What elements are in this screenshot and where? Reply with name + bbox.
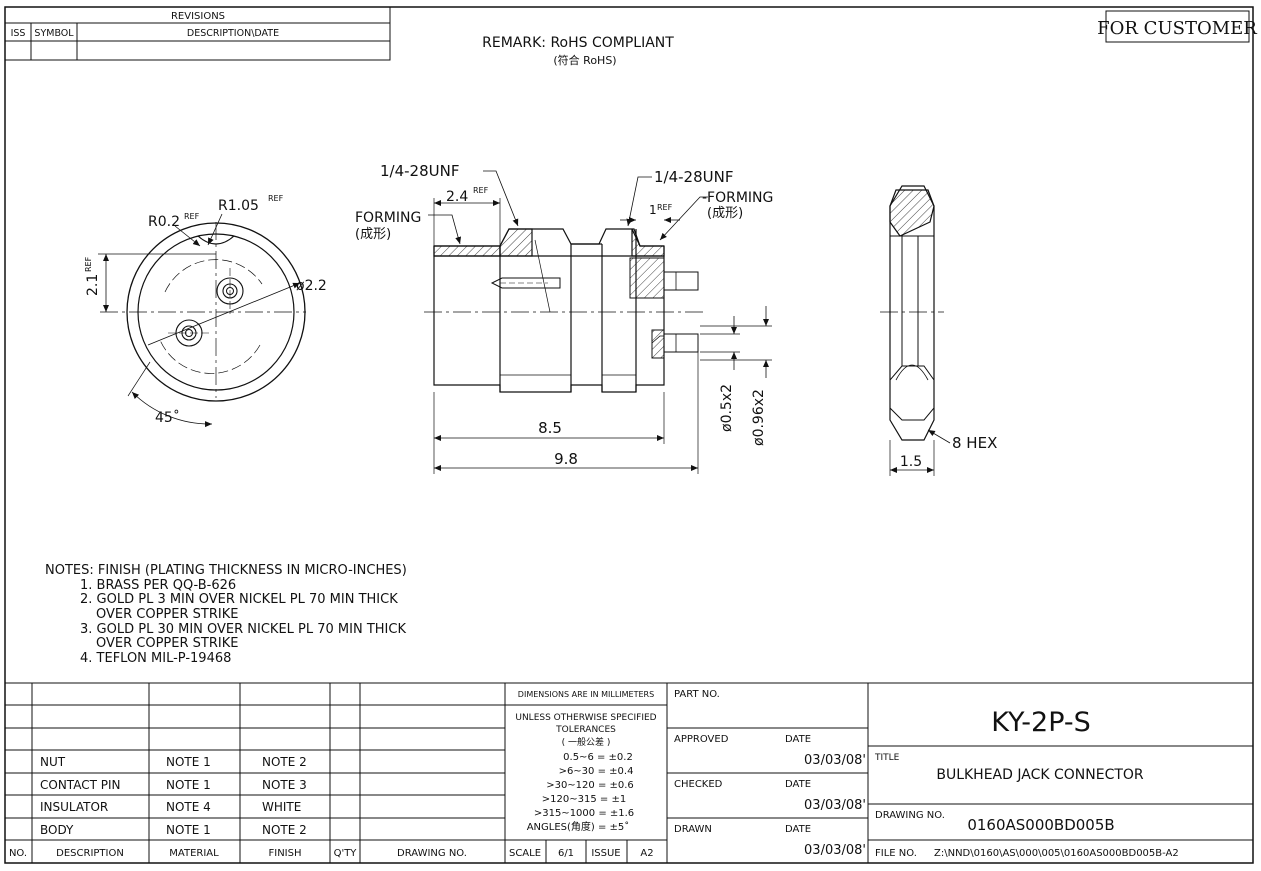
dim-r02: R0.2 bbox=[148, 214, 180, 230]
dim-21: 2.1 bbox=[85, 274, 101, 296]
drawing-title: BULKHEAD JACK CONNECTOR bbox=[936, 767, 1144, 783]
title-block-grid bbox=[5, 682, 1253, 863]
drawn-label: DRAWN bbox=[674, 824, 712, 835]
bom-row-2-desc: CONTACT PIN bbox=[40, 778, 120, 792]
tol-row-2: >6~30 = ±0.4 bbox=[559, 766, 634, 777]
bom-header-desc: DESCRIPTION bbox=[56, 848, 124, 859]
bom-row-1-desc: NUT bbox=[40, 755, 66, 769]
bom-row-3-desc: INSULATOR bbox=[40, 800, 108, 814]
revisions-table bbox=[4, 6, 391, 61]
note-line-2: 2. GOLD PL 3 MIN OVER NICKEL PL 70 MIN T… bbox=[80, 592, 398, 607]
remark-line2: (符合 RoHS) bbox=[553, 53, 616, 67]
approved-date: 03/03/08' bbox=[804, 753, 866, 768]
issue-value: A2 bbox=[640, 848, 653, 859]
tol-row-1: 0.5~6 = ±0.2 bbox=[563, 752, 633, 763]
tol-units: DIMENSIONS ARE IN MILLIMETERS bbox=[518, 690, 654, 699]
checked-date-label: DATE bbox=[785, 779, 811, 790]
forming-left-cn: (成形) bbox=[355, 227, 391, 242]
tol-row-5: >315~1000 = ±1.6 bbox=[534, 808, 634, 819]
revisions-heading: REVISIONS bbox=[171, 11, 225, 22]
tol-unless: UNLESS OTHERWISE SPECIFIED bbox=[515, 713, 656, 723]
thread-right-label: 1/4-28UNF bbox=[654, 168, 733, 186]
remark-line1: REMARK: RoHS COMPLIANT bbox=[482, 35, 674, 51]
bom-header-material: MATERIAL bbox=[169, 848, 219, 859]
part-no-label: PART NO. bbox=[674, 689, 720, 700]
bom-header-qty: Q'TY bbox=[334, 848, 358, 859]
revisions-col-iss: ISS bbox=[11, 28, 26, 39]
dim-hex: 8 HEX bbox=[952, 434, 997, 452]
tol-angles: ANGLES(角度) = ±5˚ bbox=[527, 820, 630, 833]
dim-dia096: ø0.96x2 bbox=[751, 389, 767, 446]
note-line-1: 1. BRASS PER QQ-B-626 bbox=[80, 578, 236, 593]
bom-row-3-finish: WHITE bbox=[262, 800, 301, 814]
bom-header-finish: FINISH bbox=[269, 848, 302, 859]
bom-row-1-material: NOTE 1 bbox=[166, 755, 211, 769]
dim-r105: R1.05 bbox=[218, 198, 259, 214]
dim-1-ref: REF bbox=[657, 203, 673, 212]
revisions-col-symbol: SYMBOL bbox=[34, 28, 74, 39]
approved-date-label: DATE bbox=[785, 734, 811, 745]
notes-title: NOTES: FINISH (PLATING THICKNESS IN MICR… bbox=[45, 563, 407, 578]
checked-label: CHECKED bbox=[674, 779, 723, 790]
dim-15: 1.5 bbox=[900, 454, 922, 470]
file-no-label: FILE NO. bbox=[875, 848, 917, 859]
issue-label: ISSUE bbox=[591, 848, 620, 859]
scale-value: 6/1 bbox=[558, 848, 574, 859]
note-line-6: 4. TEFLON MIL-P-19468 bbox=[80, 651, 231, 666]
dim-21-ref: REF bbox=[84, 256, 93, 272]
dim-dia05: ø0.5x2 bbox=[719, 384, 735, 432]
dim-r105-ref: REF bbox=[268, 194, 284, 203]
thread-left-label: 1/4-28UNF bbox=[380, 162, 459, 180]
tol-row-4: >120~315 = ±1 bbox=[542, 794, 626, 805]
scale-label: SCALE bbox=[509, 848, 541, 859]
checked-date: 03/03/08' bbox=[804, 798, 866, 813]
dim-dia22: ø2.2 bbox=[296, 278, 327, 294]
bom-row-3-material: NOTE 4 bbox=[166, 800, 211, 814]
drawn-date: 03/03/08' bbox=[804, 843, 866, 858]
for-customer-box bbox=[1105, 10, 1250, 43]
part-number: KY-2P-S bbox=[991, 707, 1091, 738]
note-line-4: 3. GOLD PL 30 MIN OVER NICKEL PL 70 MIN … bbox=[80, 622, 406, 637]
dim-45: 45˚ bbox=[155, 409, 180, 426]
bom-row-4-finish: NOTE 2 bbox=[262, 823, 307, 837]
revisions-col-desc: DESCRIPTION\DATE bbox=[187, 28, 279, 39]
drawn-date-label: DATE bbox=[785, 824, 811, 835]
front-view bbox=[98, 213, 306, 428]
title-label: TITLE bbox=[874, 753, 900, 763]
bom-row-4-material: NOTE 1 bbox=[166, 823, 211, 837]
dim-24: 2.4 bbox=[446, 189, 468, 205]
bom-row-1-finish: NOTE 2 bbox=[262, 755, 307, 769]
drawing-no: 0160AS000BD005B bbox=[967, 816, 1114, 834]
approved-label: APPROVED bbox=[674, 734, 729, 745]
bom-header-drawing: DRAWING NO. bbox=[397, 848, 467, 859]
tol-title: TOLERANCES bbox=[555, 725, 616, 735]
for-customer-label: FOR CUSTOMER bbox=[1097, 18, 1257, 39]
forming-left-label: FORMING bbox=[355, 210, 421, 226]
tol-row-3: >30~120 = ±0.6 bbox=[546, 780, 634, 791]
file-no: Z:\NND\0160\AS\000\005\0160AS000BD005B-A… bbox=[934, 848, 1179, 859]
tol-title-cn: ( 一般公差 ) bbox=[562, 736, 611, 748]
dim-98: 9.8 bbox=[554, 450, 578, 468]
dim-24-ref: REF bbox=[473, 186, 489, 195]
dim-85: 8.5 bbox=[538, 419, 562, 437]
note-line-3: OVER COPPER STRIKE bbox=[96, 607, 238, 622]
sheet-border bbox=[4, 6, 1254, 864]
bom-row-4-desc: BODY bbox=[40, 823, 74, 837]
section-view bbox=[424, 170, 772, 474]
drawing-no-label: DRAWING NO. bbox=[875, 810, 945, 821]
dim-r02-ref: REF bbox=[184, 212, 200, 221]
hex-nut-view bbox=[880, 185, 951, 476]
dim-1: 1 bbox=[649, 203, 657, 217]
note-line-5: OVER COPPER STRIKE bbox=[96, 636, 238, 651]
forming-right-label: -FORMING bbox=[702, 190, 773, 206]
bom-row-2-finish: NOTE 3 bbox=[262, 778, 307, 792]
bom-header-no: NO. bbox=[9, 848, 27, 859]
forming-right-cn: (成形) bbox=[707, 206, 743, 221]
bom-row-2-material: NOTE 1 bbox=[166, 778, 211, 792]
